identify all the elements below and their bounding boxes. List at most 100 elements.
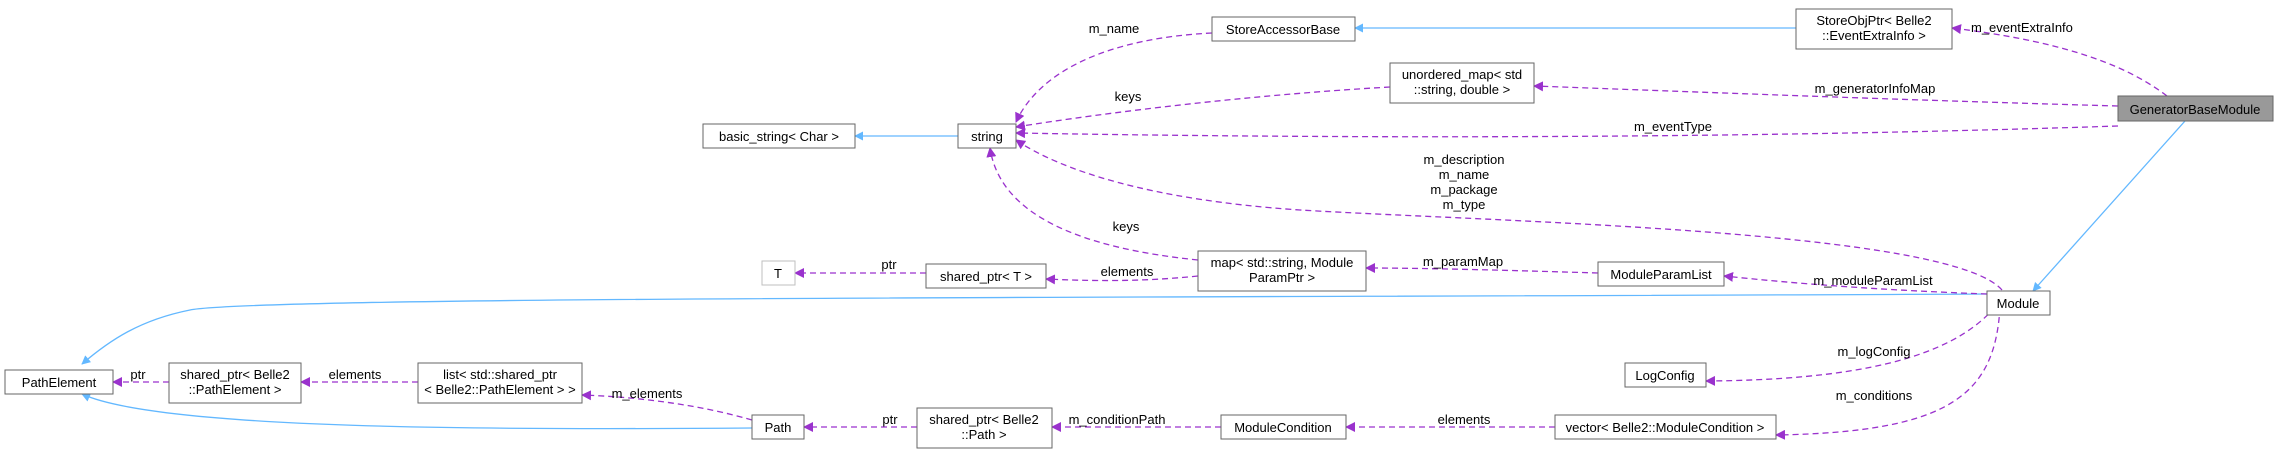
text-line: StoreAccessorBase <box>1226 22 1340 37</box>
text-line: ptr <box>882 412 898 427</box>
edge-label-elements-vector: elements <box>1438 412 1491 427</box>
node-string[interactable]: string <box>957 123 1017 149</box>
svg-text:LogConfig: LogConfig <box>1635 368 1694 383</box>
text-line: keys <box>1113 219 1140 234</box>
text-line: basic_string< Char > <box>719 129 839 144</box>
text-line: ptr <box>130 367 146 382</box>
node-generatorbasemodule[interactable]: GeneratorBaseModule <box>2117 95 2274 122</box>
node-modulecondition[interactable]: ModuleCondition <box>1220 414 1347 440</box>
node-path[interactable]: Path <box>751 414 805 440</box>
text-line: StoreObjPtr< Belle2 <box>1816 13 1931 28</box>
text-line: list< std::shared_ptr <box>443 367 557 382</box>
text-line: ::EventExtraInfo > <box>1822 28 1926 43</box>
text-line: m_paramMap <box>1423 254 1503 269</box>
svg-text:vector< Belle2::ModuleConditio: vector< Belle2::ModuleCondition > <box>1566 420 1765 435</box>
edge-inherit-path-pathelement <box>81 393 753 430</box>
edge-label-m-moduleparamlist: m_moduleParamList <box>1813 273 1933 288</box>
edge-label-ptr-pathelement: ptr <box>130 367 146 382</box>
text-line: ::string, double > <box>1414 82 1510 97</box>
node-storeobjptr-eventextrainfo[interactable]: StoreObjPtr< Belle2::EventExtraInfo > <box>1795 8 1953 50</box>
text-line: m_elements <box>612 386 683 401</box>
edge-m-eventextrainfo <box>1951 24 2168 97</box>
edge-inherit-generatorbasemodule-module <box>2032 120 2186 292</box>
svg-text:Path: Path <box>765 420 792 435</box>
edge-keys-map <box>986 147 1199 261</box>
svg-text:T: T <box>774 266 782 281</box>
edge-label-keys-unordered: keys <box>1115 89 1142 104</box>
text-line: string <box>971 129 1003 144</box>
edge-label-keys-map: keys <box>1113 219 1140 234</box>
edge-label-ptr-path: ptr <box>882 412 898 427</box>
edge-m-conditions <box>1775 306 2001 440</box>
node-unordered-map[interactable]: unordered_map< std::string, double > <box>1389 62 1535 104</box>
node-pathelement[interactable]: PathElement <box>4 369 114 395</box>
edge-m-eventtype <box>1015 125 2119 139</box>
svg-text:shared_ptr< Belle2::Path >: shared_ptr< Belle2::Path > <box>929 412 1039 442</box>
edge-keys-unordered <box>1015 86 1391 131</box>
svg-text:list< std::shared_ptr< Belle2:: list< std::shared_ptr< Belle2::PathEleme… <box>424 367 575 397</box>
text-line: elements <box>1101 264 1154 279</box>
node-list-shared-ptr[interactable]: list< std::shared_ptr< Belle2::PathEleme… <box>417 362 583 404</box>
text-line: ptr <box>881 257 897 272</box>
text-line: LogConfig <box>1635 368 1694 383</box>
edge-label-m-conditions: m_conditions <box>1836 388 1913 403</box>
edge-label-m-elements: m_elements <box>612 386 683 401</box>
svg-text:PathElement: PathElement <box>22 375 97 390</box>
text-line: elements <box>1438 412 1491 427</box>
text-line: m_name <box>1089 21 1140 36</box>
node-module[interactable]: Module <box>1986 290 2051 316</box>
text-line: m_eventExtraInfo <box>1971 20 2073 35</box>
edge-label-elements-map: elements <box>1101 264 1154 279</box>
edge-label-m-conditionpath: m_conditionPath <box>1069 412 1166 427</box>
text-line: ModuleCondition <box>1234 420 1332 435</box>
text-line: m_moduleParamList <box>1813 273 1933 288</box>
text-line: map< std::string, Module <box>1211 255 1354 270</box>
node-logconfig[interactable]: LogConfig <box>1624 362 1707 388</box>
edge-label-ptr-t: ptr <box>881 257 897 272</box>
svg-text:unordered_map< std::string, do: unordered_map< std::string, double > <box>1402 67 1522 97</box>
text-line: T <box>774 266 782 281</box>
edge-m-moduleparamlist <box>1723 271 1988 295</box>
edge-label-elements-list: elements <box>329 367 382 382</box>
text-line: GeneratorBaseModule <box>2130 102 2261 117</box>
text-line: < Belle2::PathElement > > <box>424 382 575 397</box>
text-line: m_package <box>1430 182 1497 197</box>
svg-text:StoreAccessorBase: StoreAccessorBase <box>1226 22 1340 37</box>
edge-label-m-logconfig: m_logConfig <box>1838 344 1911 359</box>
svg-text:Module: Module <box>1997 296 2040 311</box>
node-basic-string[interactable]: basic_string< Char > <box>702 123 856 149</box>
text-line: Path <box>765 420 792 435</box>
text-line: m_description <box>1424 152 1505 167</box>
svg-text:shared_ptr< T >: shared_ptr< T > <box>940 269 1032 284</box>
svg-text:GeneratorBaseModule: GeneratorBaseModule <box>2130 102 2261 117</box>
text-line: unordered_map< std <box>1402 67 1522 82</box>
text-line: keys <box>1115 89 1142 104</box>
node-shared-ptr-t[interactable]: shared_ptr< T > <box>925 263 1047 289</box>
text-line: ParamPtr > <box>1249 270 1315 285</box>
node-vector-modulecondition[interactable]: vector< Belle2::ModuleCondition > <box>1554 414 1777 440</box>
text-line: ::PathElement > <box>189 382 282 397</box>
edge-m-name-store <box>1015 32 1213 123</box>
edge-m-logconfig <box>1705 306 1996 386</box>
edge-m-generatorinfomap <box>1533 81 2119 107</box>
text-line: m_generatorInfoMap <box>1815 81 1936 96</box>
text-line: Module <box>1997 296 2040 311</box>
text-line: m_logConfig <box>1838 344 1911 359</box>
node-t[interactable]: T <box>761 260 796 286</box>
text-line: shared_ptr< Belle2 <box>929 412 1039 427</box>
node-shared-ptr-path[interactable]: shared_ptr< Belle2::Path > <box>916 407 1053 449</box>
edge-label-m-parammap: m_paramMap <box>1423 254 1503 269</box>
edge-label-m-generatorinfomap: m_generatorInfoMap <box>1815 81 1936 96</box>
text-line: m_eventType <box>1634 119 1712 134</box>
text-line: elements <box>329 367 382 382</box>
text-line: m_type <box>1443 197 1486 212</box>
text-line: PathElement <box>22 375 97 390</box>
edge-module-strings <box>1015 139 2003 291</box>
node-moduleparamlist[interactable]: ModuleParamList <box>1597 261 1725 287</box>
edge-inherit-module-pathelement <box>81 293 1988 365</box>
node-shared-ptr-pathelement[interactable]: shared_ptr< Belle2::PathElement > <box>168 362 302 404</box>
node-storeaccessorbase[interactable]: StoreAccessorBase <box>1211 16 1356 42</box>
svg-text:ModuleParamList: ModuleParamList <box>1610 267 1712 282</box>
